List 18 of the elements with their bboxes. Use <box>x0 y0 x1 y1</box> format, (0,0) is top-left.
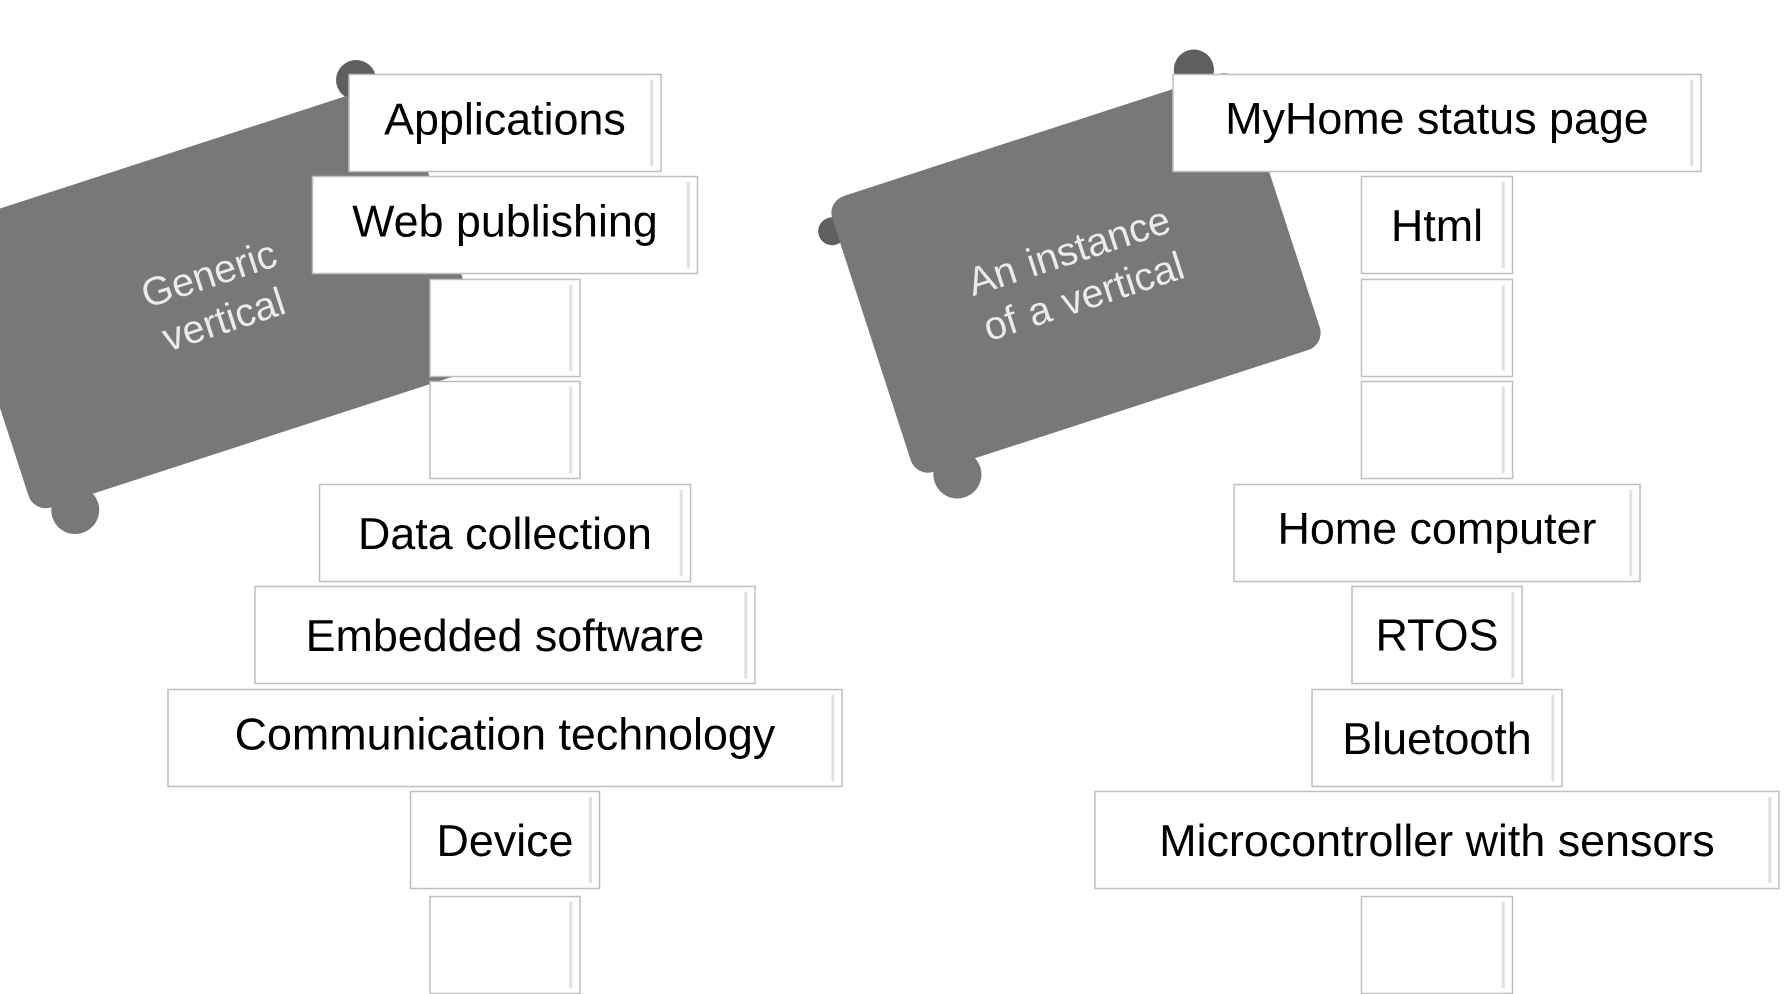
empty-box <box>429 380 581 480</box>
empty-box <box>1360 278 1514 378</box>
text-box: Applications <box>348 73 662 173</box>
text-box: MyHome status page <box>1172 73 1702 173</box>
empty-box <box>1360 380 1514 480</box>
text-box: Embedded software <box>254 585 756 685</box>
text-box: Device <box>409 790 601 890</box>
text-box: Bluetooth <box>1311 688 1563 788</box>
empty-box <box>1360 895 1514 994</box>
text-box: Home computer <box>1233 483 1641 583</box>
text-box: Communication technology <box>167 688 843 788</box>
text-box: Web publishing <box>311 175 699 275</box>
text-box: Data collection <box>318 483 692 583</box>
text-box: RTOS <box>1351 585 1523 685</box>
text-box: Microcontroller with sensors <box>1094 790 1780 890</box>
empty-box <box>429 278 581 378</box>
text-box: Html <box>1360 175 1514 275</box>
empty-box <box>429 895 581 994</box>
